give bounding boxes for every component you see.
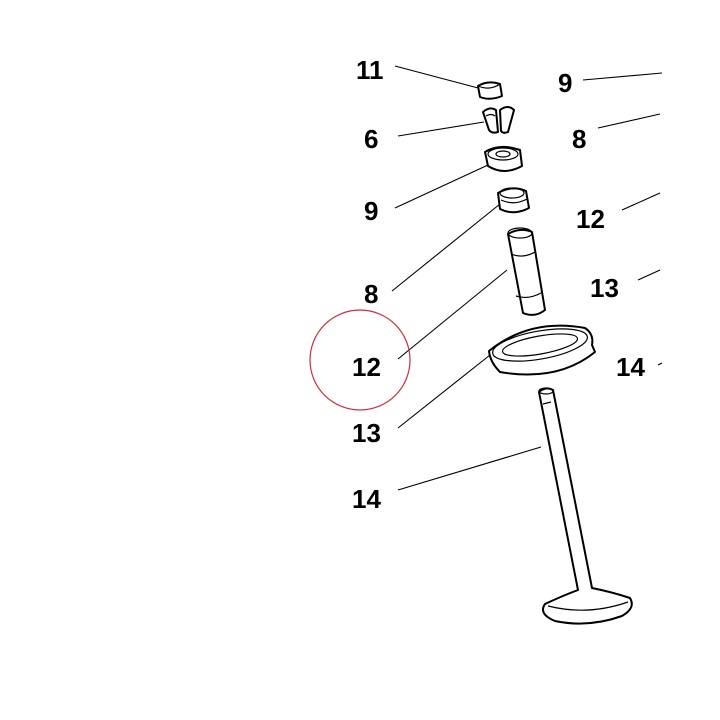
label-valve: 14 — [352, 484, 381, 514]
part-valve-cap — [477, 81, 503, 100]
highlight-circle — [309, 309, 411, 411]
leader-lines-left — [391, 65, 542, 491]
part-valve — [538, 387, 633, 625]
part-keepers — [482, 106, 515, 134]
label-guide: 12 — [352, 352, 381, 382]
label-right-2: 8 — [572, 124, 586, 154]
part-valve-guide — [507, 227, 546, 316]
part-stem-seal — [497, 187, 530, 214]
label-right-4: 13 — [590, 273, 619, 303]
label-cap: 11 — [356, 55, 384, 85]
label-keepers: 6 — [364, 124, 378, 154]
label-right-5: 14 — [616, 352, 645, 382]
part-valve-seat-ring — [488, 324, 596, 376]
label-seal: 8 — [364, 279, 378, 309]
label-spring-seat: 9 — [364, 196, 378, 226]
leader-lines-right — [582, 72, 663, 366]
part-spring-retainer — [484, 146, 523, 172]
label-right-3: 12 — [576, 204, 605, 234]
label-right-1: 9 — [558, 68, 572, 98]
label-seat-ring: 13 — [352, 418, 381, 448]
